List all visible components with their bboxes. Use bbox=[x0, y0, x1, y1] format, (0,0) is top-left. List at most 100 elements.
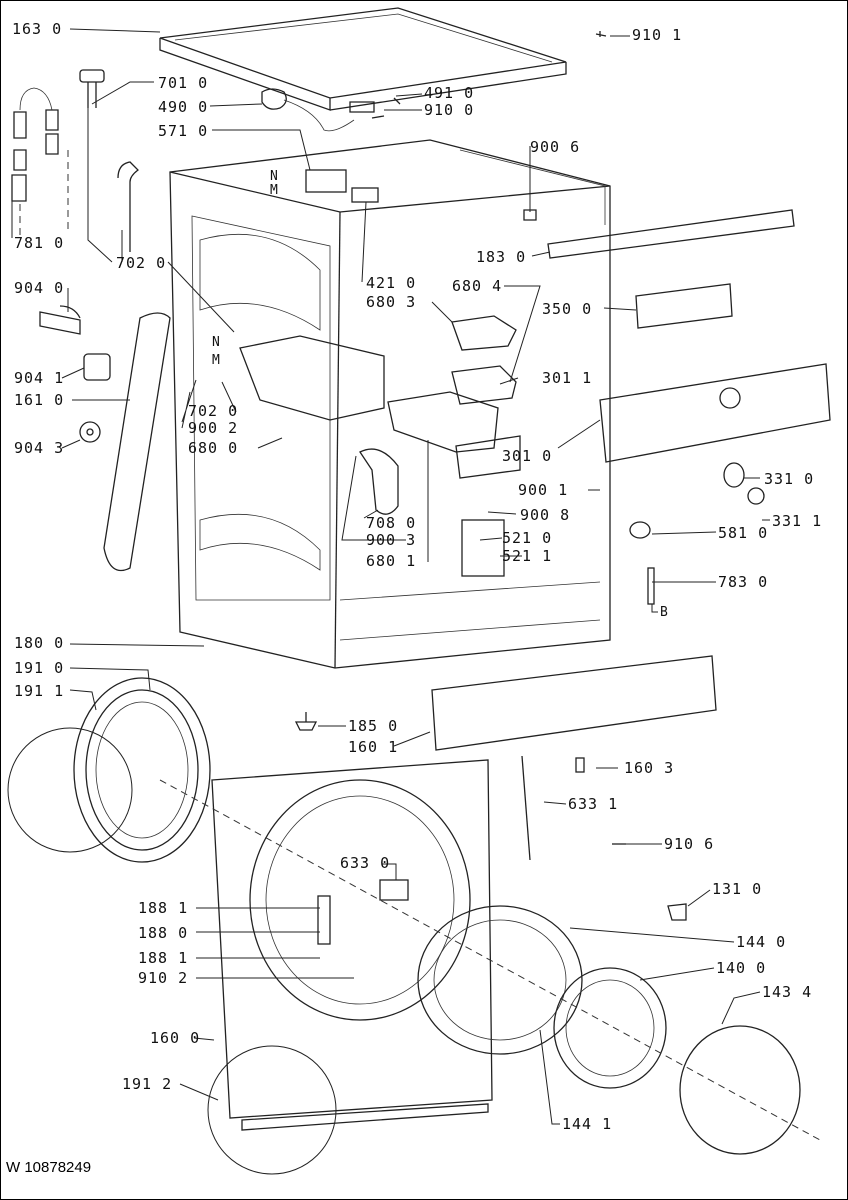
cabinet-part bbox=[169, 139, 611, 669]
door-glass-part bbox=[553, 967, 667, 1089]
callout-7020a: 702 0 bbox=[116, 254, 166, 272]
callout-4910: 491 0 bbox=[424, 84, 474, 102]
hinge-part bbox=[317, 895, 331, 945]
callout-9003: 900 3 bbox=[366, 531, 416, 549]
callout-9043: 904 3 bbox=[14, 439, 64, 457]
front-panel-part bbox=[211, 759, 493, 1131]
callout-1601: 160 1 bbox=[348, 738, 398, 756]
seal-detail-circle bbox=[7, 727, 133, 853]
callout-6801: 680 1 bbox=[366, 552, 416, 570]
callout-9008: 900 8 bbox=[520, 506, 570, 524]
callout-6804: 680 4 bbox=[452, 277, 502, 295]
foot-part bbox=[294, 712, 318, 731]
counterweight-part bbox=[103, 312, 171, 572]
callout-1880: 188 0 bbox=[138, 924, 188, 942]
callout-9006: 900 6 bbox=[530, 138, 580, 156]
top-rail-part bbox=[547, 209, 795, 259]
callout-1434: 143 4 bbox=[762, 983, 812, 1001]
callout-1600: 160 0 bbox=[150, 1029, 200, 1047]
callout-9041: 904 1 bbox=[14, 369, 64, 387]
callout-3011: 301 1 bbox=[542, 369, 592, 387]
fastener-9006-part bbox=[523, 209, 537, 221]
callout-labels: 163 0 910 1 701 0 490 0 491 0 910 0 571 … bbox=[12, 20, 822, 1133]
callout-5710: 571 0 bbox=[158, 122, 208, 140]
callout-1440: 144 0 bbox=[736, 933, 786, 951]
callout-3500: 350 0 bbox=[542, 300, 592, 318]
knob-part bbox=[723, 462, 745, 488]
leader-lines bbox=[11, 28, 770, 1125]
callout-9100: 910 0 bbox=[424, 101, 474, 119]
interference-filter-part bbox=[261, 88, 375, 132]
electronic-module-part bbox=[461, 519, 505, 577]
washer-part bbox=[79, 421, 101, 443]
callout-5210: 521 0 bbox=[502, 529, 552, 547]
pressure-switch-part bbox=[629, 521, 651, 539]
callout-1610: 161 0 bbox=[14, 391, 64, 409]
feet-part bbox=[83, 353, 111, 381]
screw-9101-part bbox=[595, 31, 607, 37]
callout-5211: 521 1 bbox=[502, 547, 552, 565]
top-cover-part bbox=[159, 7, 567, 111]
front-detail-circle bbox=[207, 1045, 337, 1175]
callout-7830: 783 0 bbox=[718, 573, 768, 591]
callout-4900: 490 0 bbox=[158, 98, 208, 116]
inlet-hose-part bbox=[79, 69, 105, 108]
drain-hose-part bbox=[117, 161, 139, 252]
marker-n-top: N bbox=[270, 169, 279, 184]
callout-1441: 144 1 bbox=[562, 1115, 612, 1133]
callout-7080: 708 0 bbox=[366, 514, 416, 532]
callout-3311: 331 1 bbox=[772, 512, 822, 530]
shock-absorber-part bbox=[39, 305, 81, 335]
kickplate-part bbox=[431, 655, 717, 751]
door-axis-line bbox=[159, 779, 821, 1141]
suspension-springs-part bbox=[11, 87, 69, 238]
callout-4210: 421 0 bbox=[366, 274, 416, 292]
callout-1310: 131 0 bbox=[712, 880, 762, 898]
marker-m-mid: M bbox=[212, 353, 221, 368]
callout-1911: 191 1 bbox=[14, 682, 64, 700]
callout-1910: 191 0 bbox=[14, 659, 64, 677]
callout-1830: 183 0 bbox=[476, 248, 526, 266]
door-rim-part bbox=[679, 1025, 801, 1155]
rod-part bbox=[647, 567, 655, 605]
door-frame-part bbox=[417, 905, 583, 1055]
marker-n-mid: N bbox=[212, 335, 221, 350]
valve-part bbox=[305, 169, 347, 193]
callout-1630: 163 0 bbox=[12, 20, 62, 38]
callout-9102: 910 2 bbox=[138, 969, 188, 987]
callout-7810: 781 0 bbox=[14, 234, 64, 252]
marker-m-top: M bbox=[270, 183, 279, 198]
callout-9040: 904 0 bbox=[14, 279, 64, 297]
callout-1400: 140 0 bbox=[716, 959, 766, 977]
connector-part bbox=[351, 187, 379, 203]
callout-9001: 900 1 bbox=[518, 481, 568, 499]
door-seal-part bbox=[73, 677, 211, 863]
callout-6803: 680 3 bbox=[366, 293, 416, 311]
callout-1850: 185 0 bbox=[348, 717, 398, 735]
part-drawings bbox=[7, 7, 831, 1175]
drawing-number: W 10878249 bbox=[6, 1159, 91, 1176]
bellows-part bbox=[359, 448, 399, 515]
display-board-part bbox=[635, 283, 733, 329]
callout-1912: 191 2 bbox=[122, 1075, 172, 1093]
callout-7020b: 702 0 bbox=[188, 402, 238, 420]
detergent-drawer-part bbox=[239, 315, 521, 479]
callout-6800: 680 0 bbox=[188, 439, 238, 457]
cable-part bbox=[521, 755, 531, 861]
clip-part bbox=[575, 757, 585, 773]
callout-6330: 633 0 bbox=[340, 854, 390, 872]
callout-3310: 331 0 bbox=[764, 470, 814, 488]
letter-markers: N M N M B bbox=[212, 169, 669, 620]
marker-b: B bbox=[660, 605, 669, 620]
callout-3010: 301 0 bbox=[502, 447, 552, 465]
knob-cap-part bbox=[747, 487, 765, 505]
door-lock-part bbox=[379, 879, 409, 901]
callout-5810: 581 0 bbox=[718, 524, 768, 542]
callout-1800: 180 0 bbox=[14, 634, 64, 652]
callout-1881b: 188 1 bbox=[138, 949, 188, 967]
callout-9002: 900 2 bbox=[188, 419, 238, 437]
callout-1603: 160 3 bbox=[624, 759, 674, 777]
callout-9101: 910 1 bbox=[632, 26, 682, 44]
callout-9106: 910 6 bbox=[664, 835, 714, 853]
